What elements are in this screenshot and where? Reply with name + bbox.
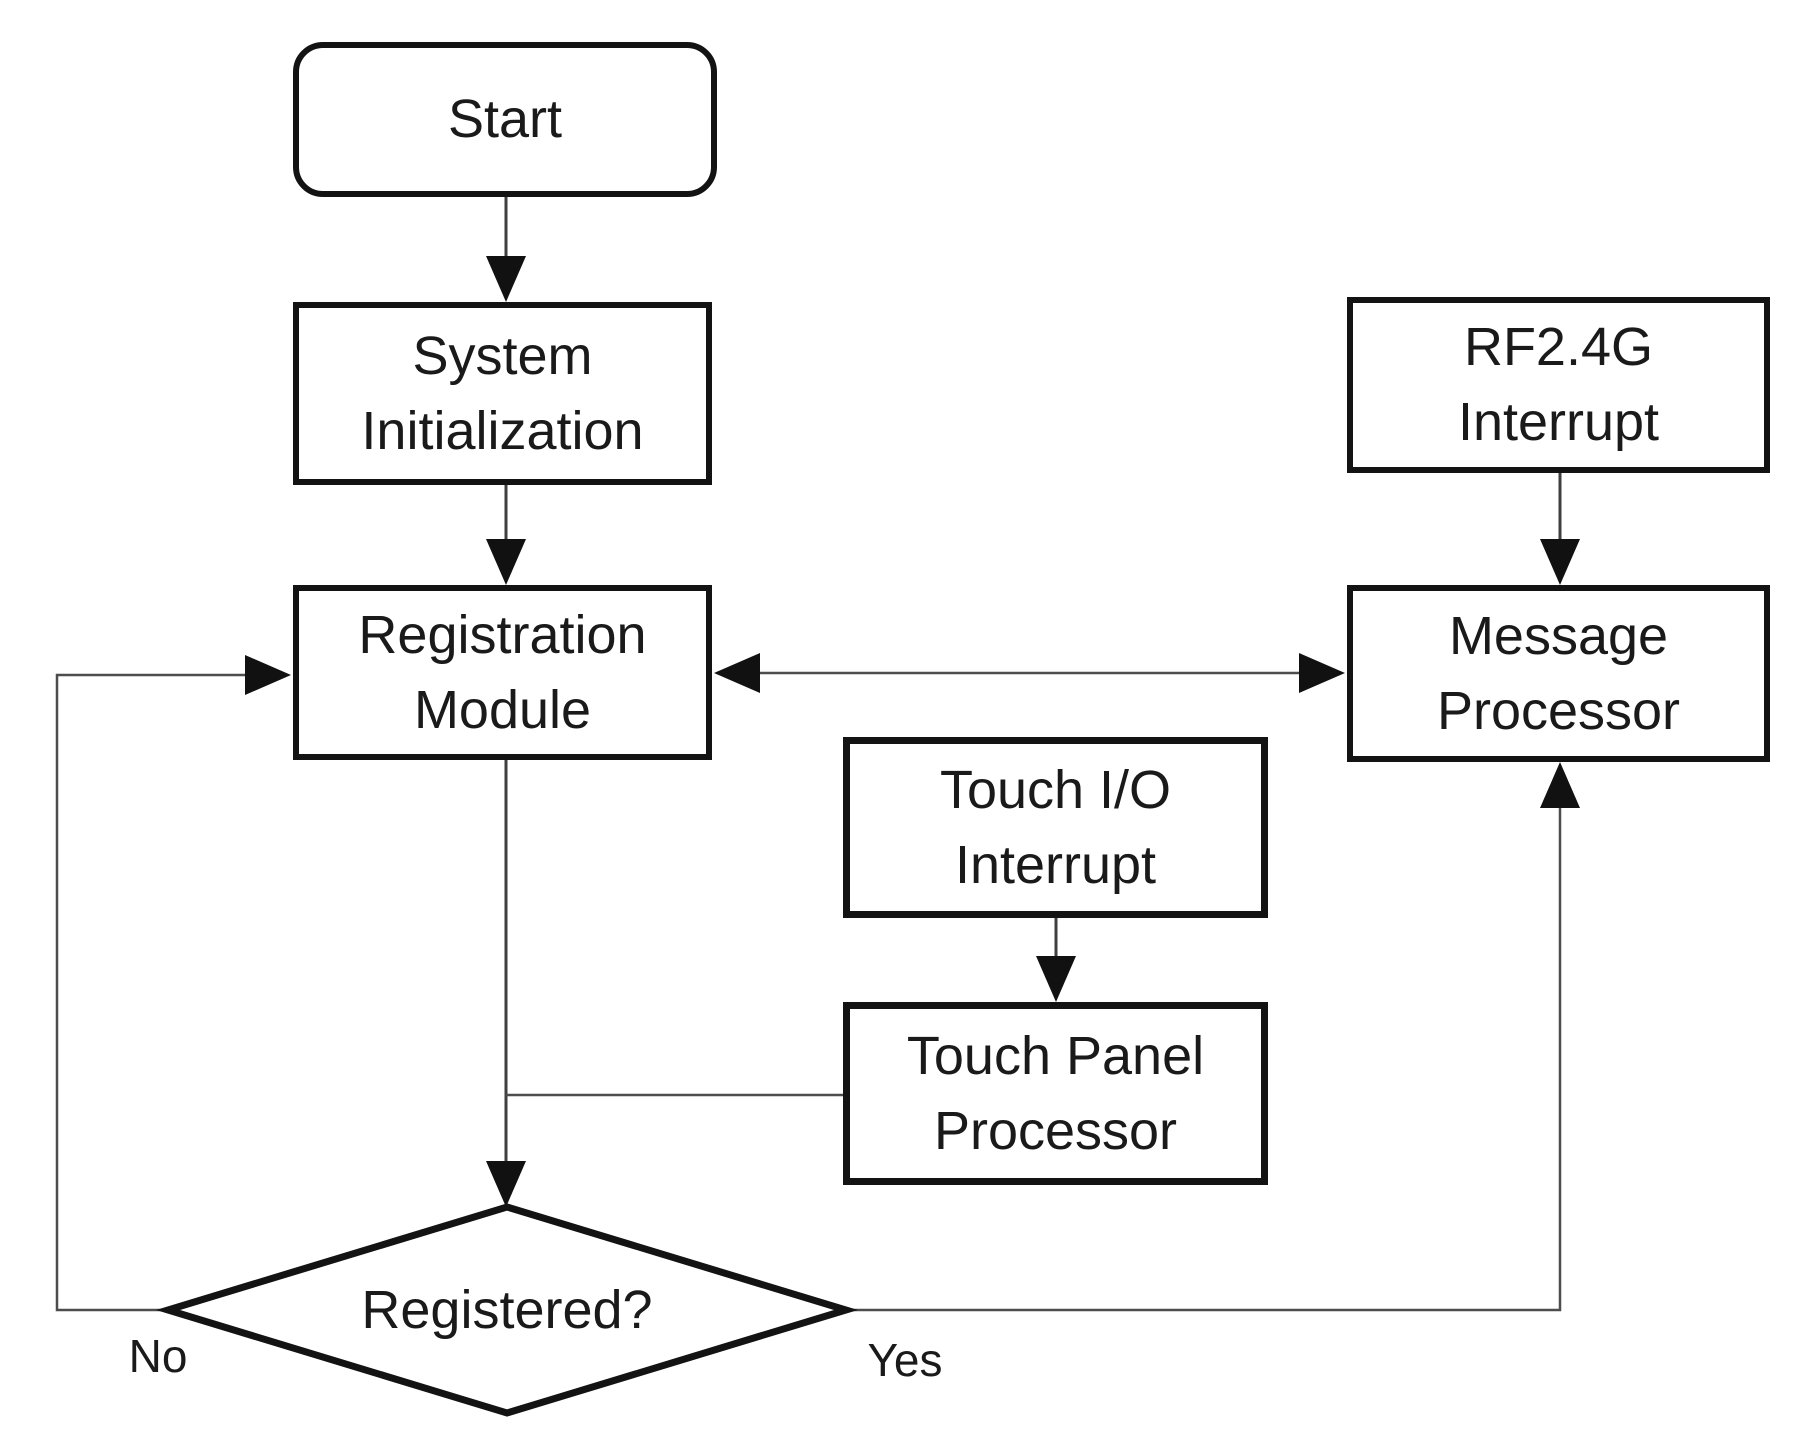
- edge-registration-message-bidirectional: [714, 653, 1345, 693]
- node-message-processor: Message Processor: [1347, 585, 1770, 762]
- edge-no-loop-to-registration: [55, 655, 291, 1312]
- node-touch-io-interrupt: Touch I/O Interrupt: [843, 737, 1268, 918]
- node-rf24g-interrupt-label: RF2.4G Interrupt: [1457, 317, 1660, 452]
- node-start: Start: [293, 42, 717, 197]
- edge-start-to-system-init: [486, 197, 526, 302]
- edge-registration-to-decision: [486, 760, 526, 1207]
- edge-label-no: No: [128, 1330, 188, 1382]
- node-message-processor-label: Message Processor: [1436, 605, 1681, 741]
- node-registration-module-label: Registration Module: [358, 604, 647, 740]
- edge-yes-to-message-processor: [846, 762, 1580, 1312]
- edge-label-yes: Yes: [867, 1334, 943, 1386]
- node-registered-decision-label: Registered?: [361, 1280, 653, 1340]
- node-touch-io-interrupt-label: Touch I/O Interrupt: [939, 759, 1172, 895]
- decision-diamond-shape: [155, 1203, 859, 1417]
- node-registration-module: Registration Module: [293, 585, 712, 760]
- node-touch-panel-processor: Touch Panel Processor: [843, 1002, 1268, 1185]
- node-touch-panel-processor-label: Touch Panel Processor: [906, 1025, 1205, 1161]
- node-start-label: Start: [447, 89, 563, 150]
- edge-rf-interrupt-to-message-processor: [1540, 473, 1580, 585]
- node-rf24g-interrupt: RF2.4G Interrupt: [1347, 297, 1770, 473]
- edge-system-init-to-registration: [486, 485, 526, 585]
- edge-touch-interrupt-to-touch-panel: [1036, 918, 1076, 1002]
- node-system-initialization-label: System Initialization: [361, 325, 644, 461]
- node-system-initialization: System Initialization: [293, 302, 712, 485]
